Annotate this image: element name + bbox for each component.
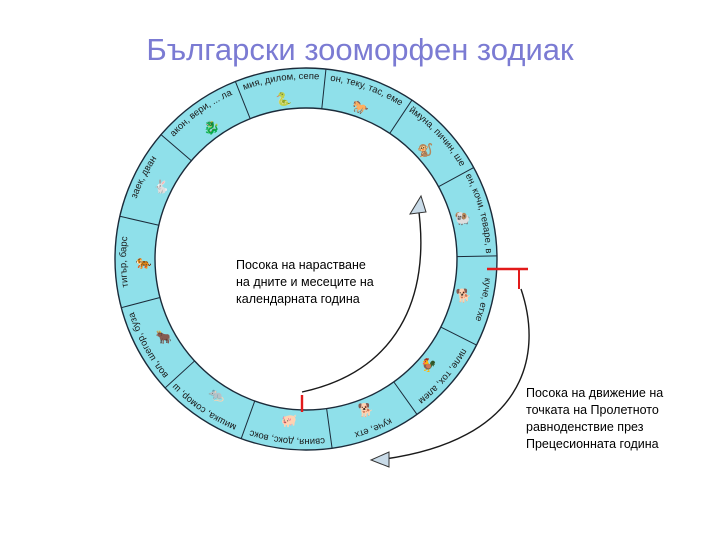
precession-note-line: равноденствие през	[526, 419, 663, 436]
tiger-icon: 🐅	[136, 255, 152, 270]
snake-icon: 🐍	[276, 92, 292, 107]
monkey-icon: 🐒	[417, 143, 433, 158]
segment-label: змия, дилом, сепен	[0, 0, 320, 93]
rooster-icon: 🐓	[421, 357, 437, 372]
days-note-line: Посока на нарастване	[236, 257, 374, 274]
days-note-line: календарната година	[236, 291, 374, 308]
precession-note-line: точката на Пролетното	[526, 402, 663, 419]
rat-icon: 🐀	[208, 387, 225, 402]
precession-note-line: Прецесионната година	[526, 436, 663, 453]
precession-direction-note: Посока на движение на точката на Пролетн…	[526, 385, 663, 453]
zodiac-ring: кон, теку, тас, еменмаймуна, пичин, шебе…	[0, 0, 497, 450]
ox-icon: 🐂	[156, 330, 172, 345]
pig-icon: 🐖	[281, 413, 297, 428]
days-arrowhead-icon	[410, 196, 426, 214]
dog-icon: 🐕	[456, 288, 472, 303]
segment-divider	[457, 256, 497, 257]
days-note-line: на дните и месеците на	[236, 274, 374, 291]
days-direction-note: Посока на нарастване на дните и месеците…	[236, 257, 374, 308]
rabbit-icon: 🐇	[153, 179, 169, 194]
ram-icon: 🐏	[455, 211, 471, 226]
horse-icon: 🐎	[353, 100, 369, 115]
dog-icon: 🐕	[358, 403, 374, 418]
precession-note-line: Посока на движение на	[526, 385, 663, 402]
precession-arrowhead-icon	[371, 452, 389, 467]
dragon-icon: 🐉	[204, 120, 220, 135]
